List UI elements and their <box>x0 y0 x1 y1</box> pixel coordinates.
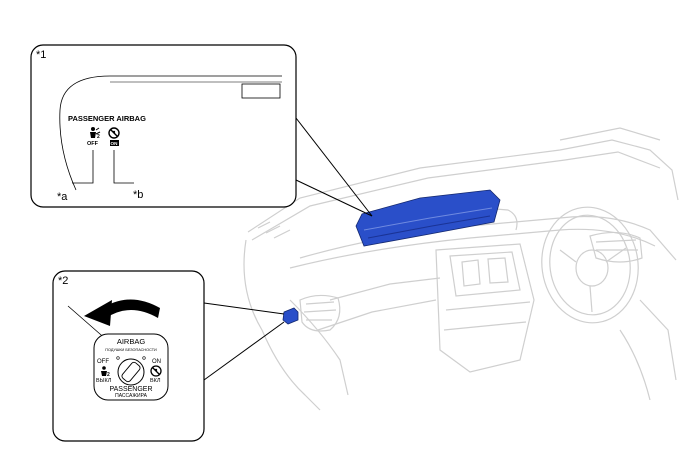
indicator-on-badge <box>110 140 119 146</box>
switch-on-label: ON <box>152 359 161 365</box>
switch-airbag-label: AIRBAG <box>117 337 146 346</box>
svg-text:2: 2 <box>107 372 110 378</box>
switch-passenger-ru-label: ПАССАЖИРА <box>115 393 147 399</box>
switch-on-ru-label: ВКЛ <box>150 378 161 384</box>
callout-label-2: *2 <box>58 275 68 287</box>
switch-on-icon <box>150 365 162 377</box>
switch-off-label: OFF <box>97 359 109 365</box>
airbag-off-indicator-icon: 2 <box>90 127 101 140</box>
callout-label-b: *b <box>133 189 143 201</box>
rotation-arrow-icon <box>84 299 160 326</box>
display-window <box>241 83 281 99</box>
indicator-title: PASSENGER AIRBAG <box>68 114 146 123</box>
indicator-on-label: ON <box>111 141 119 146</box>
callout-label-a: *a <box>57 191 68 203</box>
svg-text:2: 2 <box>97 134 100 140</box>
indicator-off-label: OFF <box>87 141 99 147</box>
dashboard-illustration <box>243 127 679 411</box>
highlight-display-panel <box>355 189 501 247</box>
highlight-key-switch <box>282 307 299 325</box>
callout-label-1: *1 <box>36 49 46 61</box>
callout-lines <box>203 117 373 381</box>
switch-off-ru-label: ВЫКЛ <box>96 378 112 384</box>
callout-box-1: *1 PASSENGER AIRBAG 2 OFF ON *a *b <box>30 44 297 208</box>
callout-box-2: *2 AIRBAG ПОДУШКИ БЕЗОПАСНОСТИ OFF ON 2 <box>52 270 205 442</box>
airbag-on-indicator-icon <box>108 127 120 139</box>
switch-airbag-ru-label: ПОДУШКИ БЕЗОПАСНОСТИ <box>105 348 157 352</box>
switch-passenger-label: PASSENGER <box>109 386 152 393</box>
key-slot <box>121 361 141 383</box>
switch-off-icon: 2 <box>101 366 110 378</box>
